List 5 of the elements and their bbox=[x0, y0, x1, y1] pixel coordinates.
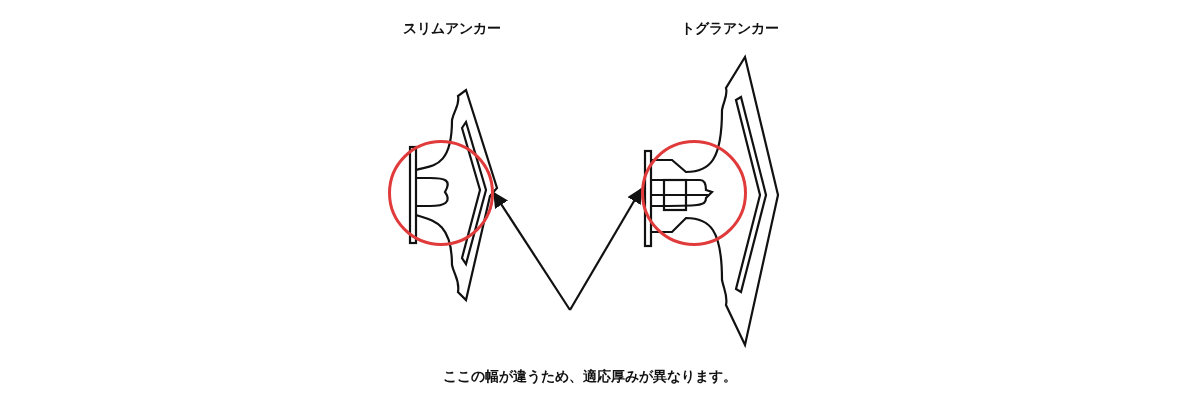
arrow bbox=[493, 191, 571, 311]
arrow bbox=[569, 187, 643, 311]
heading: スリムアンカー bbox=[403, 20, 501, 38]
caption: ここの幅が違うため、適応厚みが異なります。 bbox=[443, 368, 737, 386]
heading: トグラアンカー bbox=[681, 20, 779, 38]
